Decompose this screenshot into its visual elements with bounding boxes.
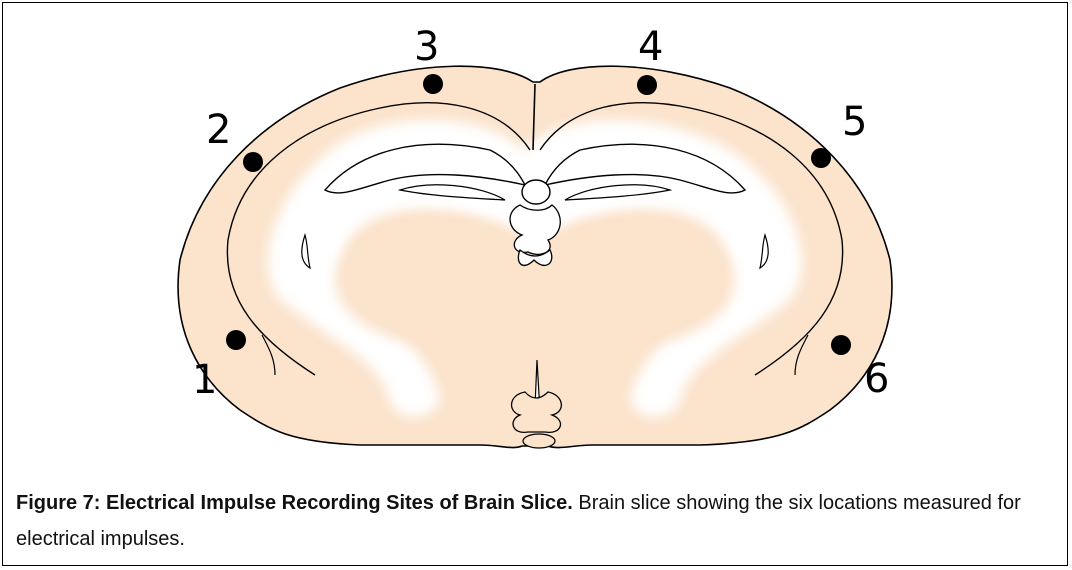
site-6-marker — [831, 335, 851, 355]
left-deep-nucleus — [335, 215, 545, 345]
caption-title: Figure 7: Electrical Impulse Recording S… — [16, 492, 573, 514]
brain-slice-diagram: 1 2 3 4 5 6 — [0, 0, 1072, 480]
site-5-label: 5 — [842, 99, 867, 145]
ventral-lobes — [512, 392, 562, 432]
site-3-label: 3 — [414, 24, 439, 70]
site-6-label: 6 — [864, 356, 889, 402]
site-4-marker — [637, 75, 657, 95]
site-5-marker — [811, 148, 831, 168]
site-2-label: 2 — [206, 107, 231, 153]
third-ventricle-top — [522, 180, 550, 204]
site-4-label: 4 — [638, 24, 663, 70]
figure-caption: Figure 7: Electrical Impulse Recording S… — [16, 485, 1056, 557]
ventral-base — [523, 434, 555, 448]
site-3-marker — [423, 74, 443, 94]
site-1-marker — [226, 330, 246, 350]
site-1-label: 1 — [192, 357, 217, 403]
site-2-marker — [243, 152, 263, 172]
